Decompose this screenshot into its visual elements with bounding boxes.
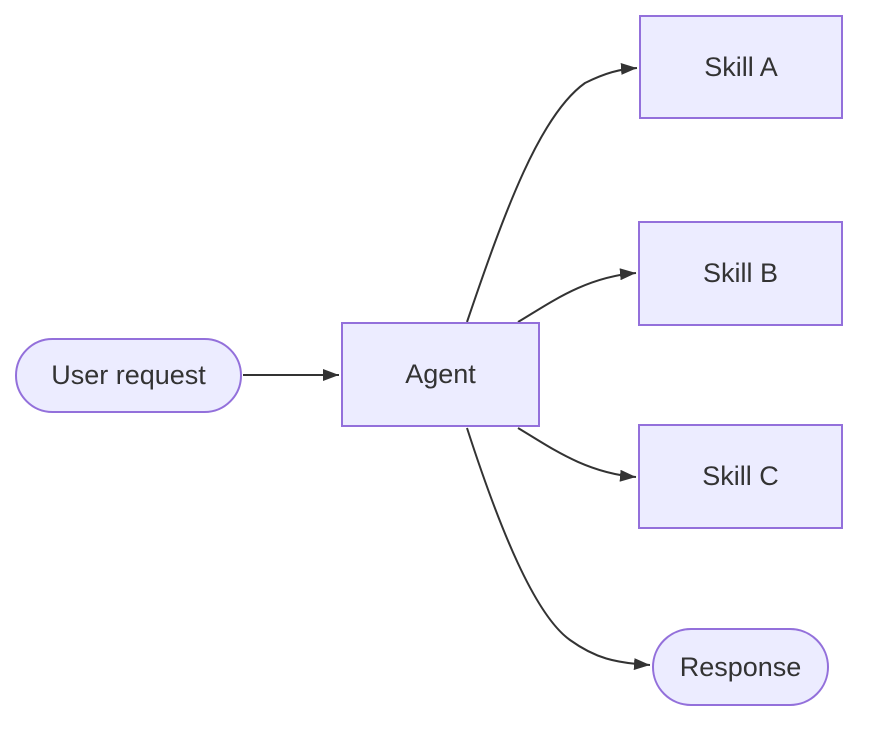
node-skill-c: Skill C	[638, 424, 843, 529]
node-skill-a-label: Skill A	[704, 51, 778, 82]
node-skill-b: Skill B	[638, 221, 843, 326]
node-user-request: User request	[15, 338, 242, 413]
node-agent-label: Agent	[405, 359, 476, 389]
node-skill-a: Skill A	[639, 15, 843, 119]
node-agent: Agent	[341, 322, 540, 427]
node-response-label: Response	[679, 651, 802, 682]
edge-agent-to-skill-c	[517, 427, 637, 482]
node-skill-b-label: Skill B	[702, 258, 778, 288]
edge-agent-to-skill-b	[517, 268, 637, 323]
edge-agent-to-response	[466, 427, 651, 671]
node-skill-c-label: Skill C	[702, 461, 779, 491]
node-user-request-label: User request	[51, 360, 206, 390]
node-response: Response	[652, 628, 829, 706]
edge-agent-to-skill-a	[466, 62, 638, 323]
